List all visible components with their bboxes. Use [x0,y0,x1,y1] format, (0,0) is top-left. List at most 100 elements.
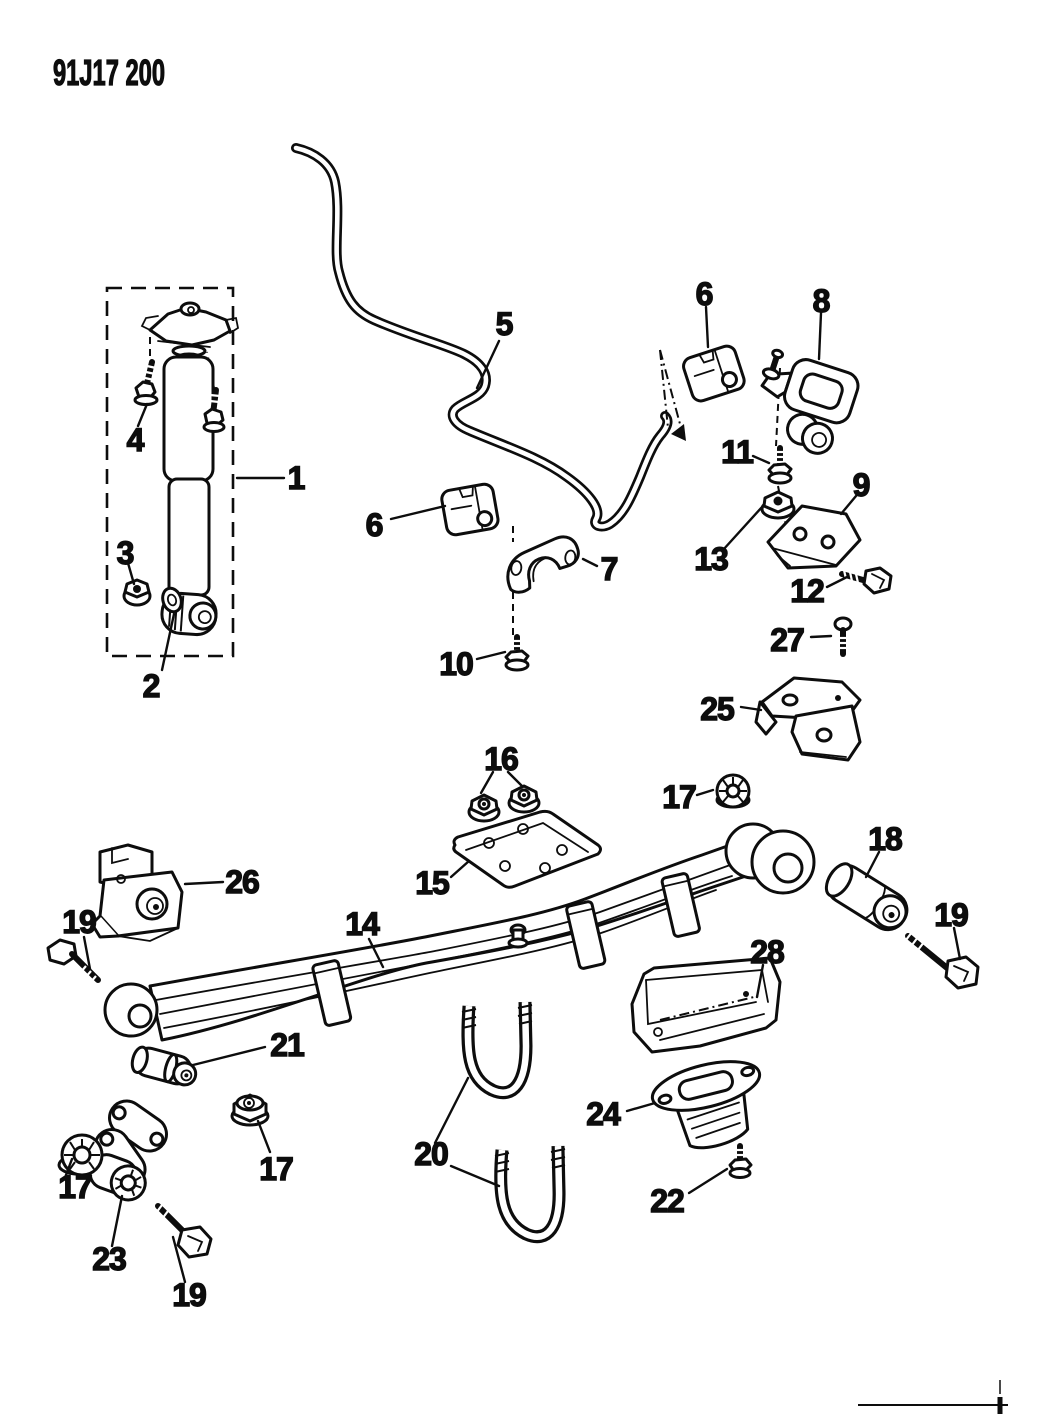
svg-text:7: 7 [601,551,618,587]
part-mounting-bracket-25 [754,676,862,762]
part-stabilizer-bar [291,143,673,532]
callout-21: 21 [191,1026,306,1067]
svg-text:14: 14 [345,906,380,942]
svg-text:6: 6 [366,507,383,543]
part-small-bolt-27 [833,616,853,657]
part-u-bolt-lower [494,1145,566,1244]
callout-4: 4 [126,402,149,459]
callout-25: 25 [700,690,763,728]
callout-6: 6 [365,504,447,544]
upper-mount-bolt-right [202,387,226,433]
callout-16: 16 [479,740,524,795]
drawing-number: 91J17 200 [53,52,165,93]
svg-text:8: 8 [813,283,830,319]
svg-text:24: 24 [586,1096,621,1132]
callout-13: 13 [694,505,764,578]
part-pivot-bolt-right [905,931,980,990]
callout-6: 6 [695,275,714,349]
part-link-bolt [767,445,793,485]
svg-text:21: 21 [270,1027,304,1063]
svg-text:4: 4 [127,422,145,458]
part-link-nut [760,490,796,520]
svg-text:20: 20 [414,1136,448,1172]
svg-text:26: 26 [225,864,259,900]
callout-11: 11 [720,433,771,471]
svg-text:19: 19 [172,1277,206,1313]
part-stabilizer-bushing-left [440,482,500,537]
part-spacer-channel [630,956,782,1054]
callout-3: 3 [116,534,135,586]
part-u-bolt-upper [461,1001,533,1100]
svg-text:13: 13 [694,541,728,577]
callout-1: 1 [235,459,306,497]
callout-24: 24 [586,1095,657,1133]
callout-15: 15 [415,859,471,902]
callout-19: 19 [62,903,98,971]
svg-text:22: 22 [650,1183,684,1219]
part-stabilizer-bushing-right [682,344,746,403]
svg-text:18: 18 [868,821,902,857]
part-shock-absorber [105,286,240,658]
part-bumper-bracket [650,1060,762,1150]
callout-9: 9 [839,466,871,516]
svg-text:11: 11 [721,434,753,470]
svg-text:15: 15 [415,865,449,901]
callout-22: 22 [650,1167,729,1220]
callout-7: 7 [581,550,619,588]
svg-text:17: 17 [259,1151,293,1187]
lower-nut [122,578,152,607]
part-flange-nut-17-middle [230,1093,270,1127]
svg-text:16: 16 [484,741,518,777]
part-clamp-bolt [504,634,530,672]
lower-washer [161,586,183,614]
part-spring-bushing-18 [824,862,909,932]
part-shackle-bushing-21 [130,1045,198,1087]
part-pivot-bolt-left [46,938,101,984]
part-link-bracket [766,504,862,570]
svg-text:6: 6 [696,276,713,312]
callout-26: 26 [183,863,261,901]
callout-28: 28 [750,933,786,999]
callout-23: 23 [92,1194,128,1278]
svg-text:5: 5 [496,306,513,342]
part-nut-16b [507,784,541,814]
svg-text:9: 9 [853,467,870,503]
callout-20: 20 [414,1076,501,1188]
part-shackle [88,1099,168,1202]
callout-19: 19 [172,1235,208,1314]
part-nut-16a [467,793,501,823]
callout-14: 14 [345,905,385,969]
upper-mount-bolt-left [133,359,159,406]
registration-mark [858,1380,1008,1414]
callout-2: 2 [142,612,176,705]
part-shackle-bolt [149,1199,213,1259]
svg-text:3: 3 [117,535,134,571]
callout-18: 18 [864,820,904,879]
part-bumper-screw [728,1143,753,1179]
callout-17: 17 [662,778,715,816]
callout-17: 17 [256,1119,295,1188]
part-flange-nut-17-upper [715,773,751,809]
svg-text:27: 27 [770,622,804,658]
svg-text:2: 2 [143,668,160,704]
part-bracket-bolt [839,566,893,595]
callout-27: 27 [770,621,833,659]
svg-text:19: 19 [62,904,96,940]
locating-arrow [659,349,686,441]
svg-text:10: 10 [439,646,473,682]
callout-10: 10 [439,645,507,683]
part-stabilizer-clamp [506,535,580,594]
part-link-clamp-assembly [760,348,860,537]
callout-5: 5 [475,305,514,390]
svg-text:12: 12 [790,573,824,609]
callout-17: 17 [58,1157,94,1206]
svg-text:28: 28 [750,934,784,970]
part-leaf-spring [103,822,816,1042]
svg-text:23: 23 [92,1241,126,1277]
callout-8: 8 [812,282,831,361]
svg-text:1: 1 [288,460,305,496]
part-front-hanger [90,843,184,942]
